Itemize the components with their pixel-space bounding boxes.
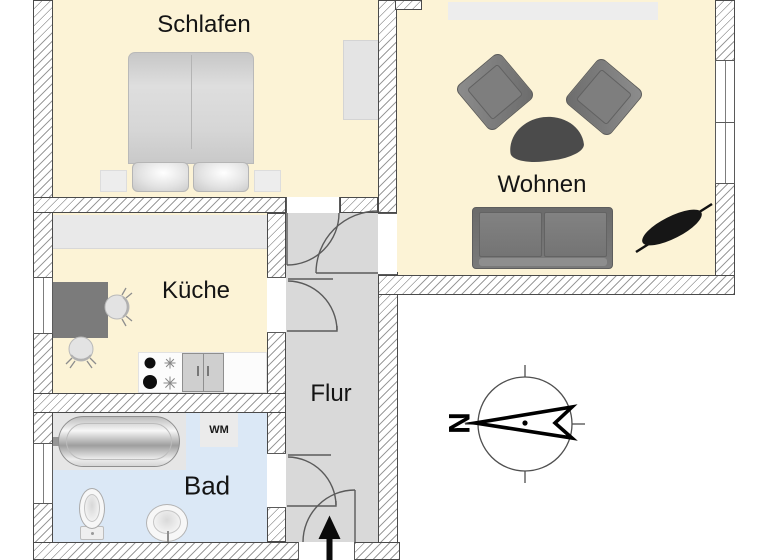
bathtub (58, 416, 180, 467)
bed-pillow-right (193, 162, 249, 192)
basin-bowl (153, 510, 181, 534)
room-label-bad: Bad (183, 470, 231, 501)
armchair-left-seat (466, 63, 524, 121)
double-bed (128, 52, 254, 164)
room-label-flur: Flur (310, 380, 352, 407)
nightstand-left (100, 170, 127, 192)
compass-ticks (465, 365, 585, 483)
cabinet-handle-right (207, 366, 209, 376)
bad-window-glass (43, 444, 44, 503)
basin-faucet (167, 531, 169, 542)
compass-center-dot (522, 420, 528, 426)
wall-divider-stub (395, 0, 422, 10)
sink-cabinet (182, 353, 224, 392)
schlafen-door-opening (286, 197, 340, 213)
bathtub-rim (66, 423, 172, 460)
entrance-opening (298, 542, 355, 560)
kueche-window (33, 277, 53, 334)
sofa (472, 207, 613, 269)
washing-machine: WM (200, 413, 238, 447)
wohnen-window-divider (716, 122, 734, 123)
compass-circle (477, 376, 573, 472)
washing-machine-label: WM (209, 424, 229, 436)
room-label-kueche: Küche (161, 277, 231, 304)
bed-center-split (191, 55, 192, 149)
room-label-wohnen: Wohnen (497, 171, 587, 198)
wall-kueche-bad (33, 393, 286, 413)
wall-schlafen-bottom-right (340, 197, 378, 213)
sofa-cushion-right (544, 212, 607, 257)
kitchen-table (53, 282, 108, 338)
bathtub-faucet (50, 437, 62, 446)
toilet-flush-dot (91, 532, 94, 535)
compass-needle (463, 404, 578, 441)
north-letter: N (448, 412, 477, 434)
wohnen-window-pair (715, 60, 735, 184)
sofa-cushion-left (479, 212, 542, 257)
armchair-right-seat (575, 68, 633, 126)
compass-rose: N (448, 365, 585, 483)
kueche-window-glass (43, 278, 44, 333)
toilet (79, 488, 105, 529)
nightstand-right (254, 170, 281, 192)
kueche-door-opening (267, 277, 286, 333)
bed-pillow-left (132, 162, 189, 192)
wardrobe (343, 40, 380, 120)
wall-wohnen-bottom (378, 275, 735, 295)
room-label-schlafen: Schlafen (157, 11, 251, 38)
bad-door-opening (267, 453, 286, 508)
room-flur (286, 213, 378, 542)
wohnen-door-opening (378, 213, 397, 275)
wall-schlafen-wohnen-divider (378, 0, 397, 213)
toilet-bowl (84, 494, 100, 522)
kitchen-counter (53, 215, 267, 249)
wall-schlafen-bottom-left (33, 197, 286, 213)
cabinet-handle-left (197, 366, 199, 376)
wall-flur-right (378, 272, 398, 560)
sofa-seat-front (479, 258, 607, 266)
bad-window (33, 443, 53, 504)
cabinet-divider (203, 354, 204, 391)
sideboard (448, 2, 658, 20)
hand-basin (146, 504, 188, 542)
